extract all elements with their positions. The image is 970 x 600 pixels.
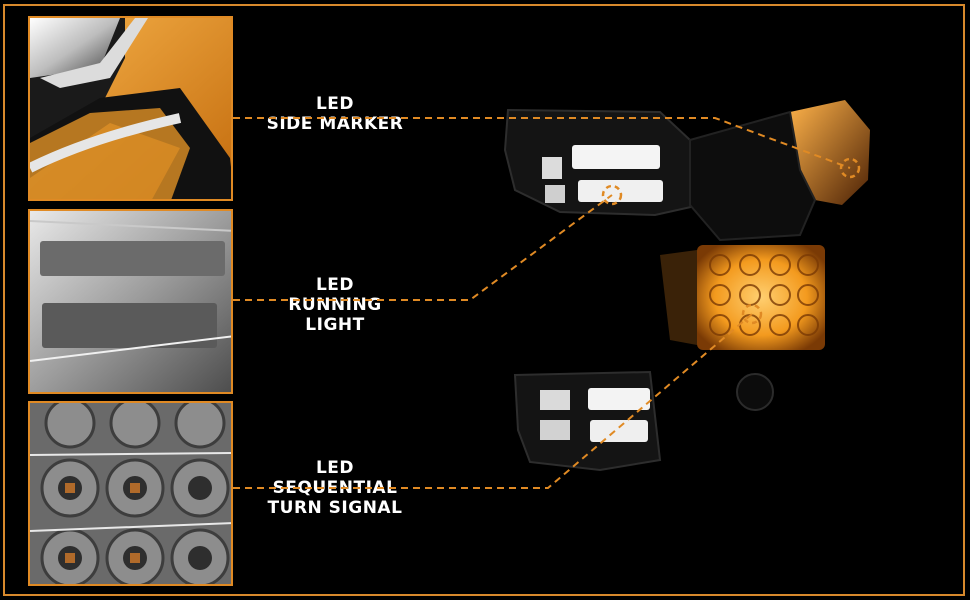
side-marker-line-1: LED [315,94,355,114]
running-light-thumbnail [28,209,233,394]
outer-frame [3,4,965,596]
turn-signal-line-1: LED [315,458,355,478]
running-light-line-3: LIGHT [305,315,365,335]
drl-bar-upper [572,145,660,169]
target-circles [601,157,861,325]
turn-signal-line-3: TURN SIGNAL [267,498,403,518]
drl-bar-lower [588,388,650,410]
side-marker-thumbnail [28,16,233,201]
side-marker-lamp [790,100,870,205]
drl-bar-upper-2 [578,180,663,202]
turn-signal-callout: LED SEQUENTIAL TURN SIGNAL [260,458,410,518]
running-light-line-1: LED [315,275,355,295]
turn-signal-thumbnail [28,401,233,586]
drl-bar-lower-2 [590,420,648,442]
leader-lines [233,117,851,489]
